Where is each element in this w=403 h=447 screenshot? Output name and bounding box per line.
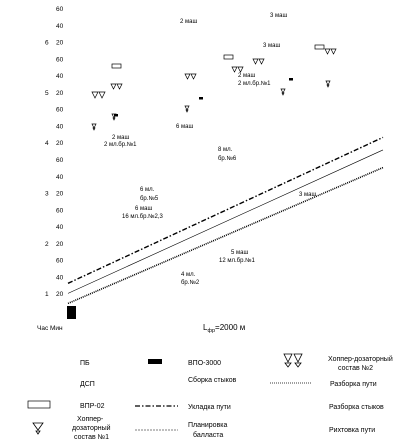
annotation: 2 мл.бр.№1 <box>238 80 271 87</box>
legend-hopper-1-icon <box>32 422 44 435</box>
vpr-02-icon <box>314 44 325 50</box>
vpo-3000-icon <box>289 78 293 81</box>
series-line-razborka_putey <box>67 166 384 305</box>
legend-hopper-2: Хоппер-дозаторный <box>328 355 393 363</box>
annotation: 2 маш <box>112 135 129 141</box>
hopper-2-icon <box>110 83 123 90</box>
hour-label: 5 <box>45 90 49 97</box>
minute-label: 40 <box>56 274 64 281</box>
annotation: 5 маш <box>231 250 248 256</box>
annotation: 3 маш <box>270 13 287 19</box>
minute-label: 20 <box>56 291 64 298</box>
hour-label: 1 <box>45 291 49 298</box>
hopper-1-icon <box>325 80 331 88</box>
minute-label: 40 <box>56 123 64 130</box>
annotation: 3 маш <box>263 43 280 49</box>
legend-hopper-2-icon <box>283 353 303 368</box>
annotation: 16 мл.бр.№2,3 <box>122 213 164 220</box>
hopper-2-icon <box>184 73 197 80</box>
hour-label: 3 <box>45 191 49 198</box>
vpo-3000-icon <box>199 97 203 100</box>
hour-label: 2 <box>45 241 49 248</box>
origin-block <box>67 306 76 319</box>
vpr-02-icon <box>111 63 122 69</box>
hopper-2-icon <box>252 58 265 65</box>
minute-label: 40 <box>56 224 64 231</box>
legend-hopper-2: состав №2 <box>338 365 373 372</box>
annotation: 12 мл.бр.№1 <box>219 257 256 264</box>
series-line-planirovka <box>67 149 384 294</box>
minute-label: 60 <box>56 6 64 13</box>
vpr-02-icon <box>223 54 234 60</box>
minute-label: 20 <box>56 90 64 97</box>
x-axis-label: Lфр=2000 м <box>203 323 245 334</box>
legend-hopper-1-line: дозаторный <box>72 424 111 432</box>
minute-label: 40 <box>56 73 64 80</box>
minute-label: 60 <box>56 107 64 114</box>
hopper-1-icon <box>280 88 286 96</box>
legend-vpr: ВПР-02 <box>80 403 105 410</box>
legend-vpo-icon <box>148 359 162 364</box>
hopper-2-icon <box>324 48 337 55</box>
annotation: бр.№2 <box>181 279 200 286</box>
annotation: бр.№5 <box>140 195 159 202</box>
legend-razborka-putey: Разборка пути <box>330 380 377 388</box>
hour-label: 4 <box>45 140 49 147</box>
legend-pb: ПБ <box>80 360 90 367</box>
legend-rikhtovka: Рихтовка пути <box>329 427 375 434</box>
annotation: 2 маш <box>180 19 197 25</box>
annotation: 6 маш <box>176 124 193 130</box>
minute-label: 60 <box>56 157 64 164</box>
annotation: 6 мл. <box>140 187 155 193</box>
annotation: 2 мл.бр.№1 <box>104 141 137 148</box>
hour-label: 6 <box>45 40 49 47</box>
legend-sborka: Сборка стыков <box>188 376 237 384</box>
legend-vpr-icon <box>27 400 51 409</box>
annotations: 2 маш 3 маш 3 маш 2 маш 2 мл.бр.№1 2 маш… <box>104 13 316 286</box>
legend: ПБ ДСП ВПР-02 Хоппер- дозаторный состав … <box>27 353 393 441</box>
minute-label: 40 <box>56 174 64 181</box>
annotation: бр.№6 <box>218 155 237 162</box>
legend-vpo: ВПО-3000 <box>188 360 221 367</box>
hopper-2-icon <box>231 66 244 73</box>
minute-label: 60 <box>56 258 64 265</box>
minute-label: 60 <box>56 56 64 63</box>
minute-label: 40 <box>56 23 64 30</box>
hopper-1-icon <box>91 123 97 131</box>
schedule-lines <box>67 136 384 305</box>
annotation: 4 мл. <box>181 272 196 278</box>
annotation: 6 маш <box>135 206 152 212</box>
legend-hopper-1-line: состав №1 <box>74 434 109 441</box>
annotation: 8 мл. <box>218 147 233 153</box>
upper-symbols <box>91 44 337 131</box>
legend-dsp: ДСП <box>80 381 95 388</box>
legend-hopper-1-line: Хоппер- <box>77 416 104 423</box>
minute-label: 20 <box>56 140 64 147</box>
legend-ukladka: Укладка пути <box>188 404 231 411</box>
vpo-3000-icon <box>114 114 118 117</box>
legend-razborka-stykov: Разборка стыков <box>329 403 384 411</box>
corner-label: Час Мин <box>37 325 63 332</box>
minute-label: 60 <box>56 207 64 214</box>
axis-labels: 6 5 4 3 2 1 60 40 20 60 40 20 60 40 20 60 40 20 60 40 20 60 40… <box>45 6 64 298</box>
legend-planirovka: Планировка <box>188 422 228 429</box>
minute-label: 20 <box>56 191 64 198</box>
legend-planirovka: балласта <box>193 431 223 439</box>
annotation: 3 маш <box>299 192 316 198</box>
minute-label: 20 <box>56 241 64 248</box>
hopper-1-icon <box>184 105 190 113</box>
minute-label: 20 <box>56 40 64 47</box>
hopper-2-icon <box>91 91 106 99</box>
annotation: 2 маш <box>238 73 255 79</box>
